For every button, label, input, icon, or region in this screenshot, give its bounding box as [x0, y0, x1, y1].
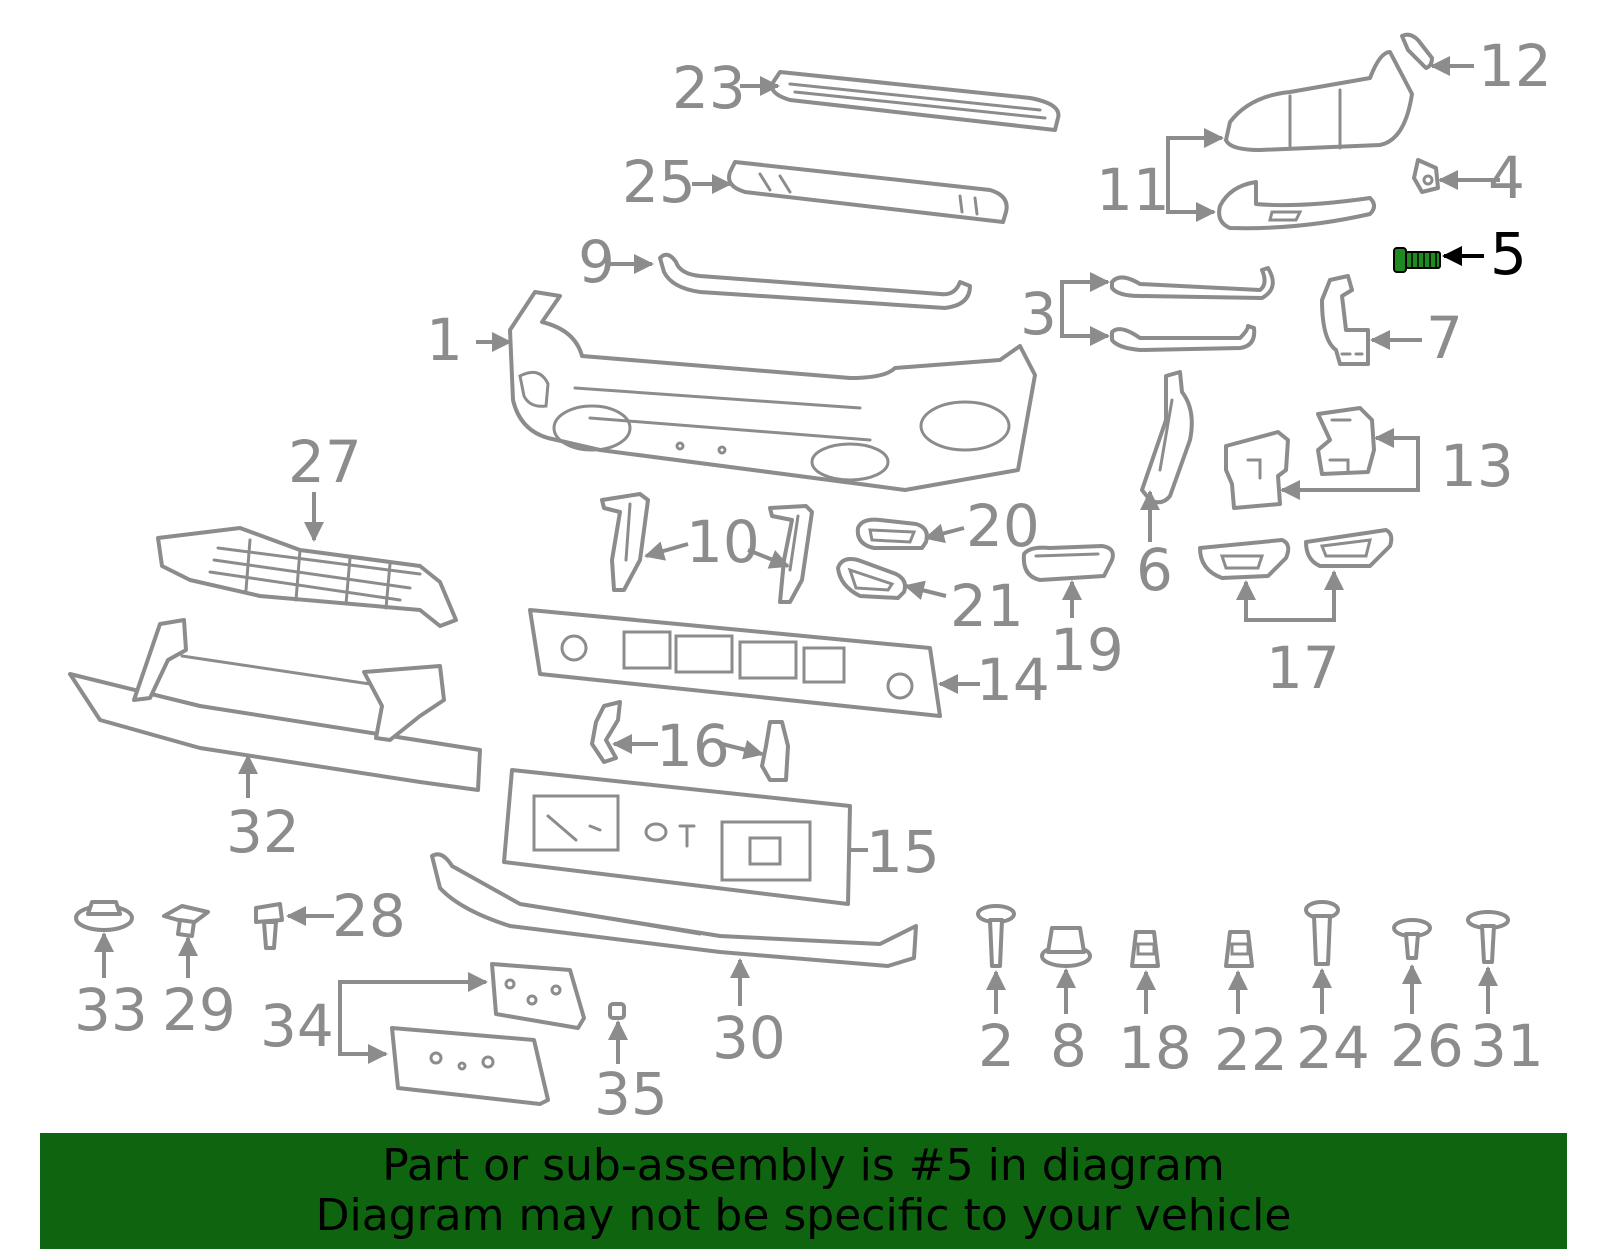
part-4-retainer-clip[interactable] — [1412, 158, 1440, 194]
part-24-bolt[interactable] — [1304, 900, 1340, 966]
callout-32: 32 — [226, 798, 300, 866]
part-32-bumper-beam[interactable] — [68, 618, 482, 792]
info-banner: Part or sub-assembly is #5 in diagram Di… — [40, 1133, 1567, 1249]
part-18-clip[interactable] — [1130, 930, 1160, 968]
part-8-nut[interactable] — [1040, 926, 1092, 968]
banner-line-disclaimer: Diagram may not be specific to your vehi… — [315, 1190, 1292, 1241]
callout-14: 14 — [976, 646, 1050, 714]
part-14-reinforcement[interactable] — [528, 608, 942, 718]
callout-6: 6 — [1136, 536, 1173, 604]
callout-31: 31 — [1470, 1012, 1544, 1080]
callout-28: 28 — [332, 882, 406, 950]
callout-24: 24 — [1296, 1014, 1370, 1082]
part-34-license-brackets[interactable] — [390, 962, 586, 1106]
callout-33: 33 — [74, 976, 148, 1044]
callout-34: 34 — [260, 992, 334, 1060]
callout-17: 17 — [1266, 634, 1340, 702]
part-19-fog-bezel[interactable] — [1021, 544, 1115, 582]
callout-5: 5 — [1490, 220, 1527, 288]
callout-7: 7 — [1426, 304, 1463, 372]
callout-2: 2 — [978, 1012, 1015, 1080]
part-15-mounting-plate[interactable] — [502, 768, 852, 906]
part-23-grille-upper-strip[interactable] — [769, 70, 1061, 132]
part-13-brackets[interactable] — [1224, 406, 1376, 510]
part-11-fascia-trim[interactable] — [1217, 50, 1414, 231]
callout-20: 20 — [966, 492, 1040, 560]
callout-35: 35 — [594, 1060, 668, 1128]
part-33-flange-nut[interactable] — [74, 900, 134, 932]
callout-29: 29 — [162, 976, 236, 1044]
part-31-push-rivet[interactable] — [1466, 910, 1510, 964]
part-27-grille-frame[interactable] — [156, 526, 458, 628]
part-2-push-pin[interactable] — [976, 904, 1016, 968]
callout-4: 4 — [1488, 144, 1525, 212]
part-10-brackets[interactable] — [600, 492, 814, 604]
callout-13: 13 — [1440, 432, 1514, 500]
callout-21: 21 — [950, 572, 1024, 640]
part-12-clip[interactable] — [1400, 32, 1434, 70]
callout-23: 23 — [672, 54, 746, 122]
callout-26: 26 — [1390, 1012, 1464, 1080]
callout-1: 1 — [426, 306, 463, 374]
callout-25: 25 — [622, 148, 696, 216]
part-29-clip-nut[interactable] — [162, 904, 210, 938]
callout-18: 18 — [1118, 1014, 1192, 1082]
part-25-grille-lower-strip[interactable] — [727, 160, 1009, 224]
part-30-lower-valance[interactable] — [430, 852, 918, 968]
callout-11: 11 — [1096, 156, 1170, 224]
part-1-front-bumper-fascia[interactable] — [508, 290, 1037, 492]
callout-9: 9 — [578, 228, 615, 296]
part-9-bumper-upper-trim[interactable] — [658, 252, 972, 310]
callout-19: 19 — [1050, 616, 1124, 684]
part-6-side-bracket[interactable] — [1140, 370, 1194, 505]
part-3-fascia-supports[interactable] — [1110, 266, 1275, 352]
part-5-bolt[interactable] — [1393, 247, 1441, 273]
part-7-bracket[interactable] — [1320, 274, 1370, 366]
callout-10: 10 — [686, 508, 760, 576]
part-35-clip[interactable] — [608, 1002, 626, 1020]
part-26-push-rivet[interactable] — [1392, 918, 1432, 960]
callout-30: 30 — [712, 1004, 786, 1072]
callout-22: 22 — [1214, 1016, 1288, 1084]
part-16-brackets[interactable] — [590, 700, 790, 782]
callout-3: 3 — [1020, 280, 1057, 348]
callout-8: 8 — [1050, 1012, 1087, 1080]
callout-15: 15 — [866, 818, 940, 886]
part-22-clip[interactable] — [1224, 930, 1254, 968]
callout-12: 12 — [1478, 32, 1552, 100]
callout-16: 16 — [656, 712, 730, 780]
banner-line-part: Part or sub-assembly is #5 in diagram — [382, 1140, 1225, 1191]
leader-lines — [94, 56, 1500, 1064]
part-20-fog-ring[interactable] — [855, 517, 929, 550]
part-17-fog-brackets[interactable] — [1198, 528, 1394, 580]
part-21-fog-ring[interactable] — [836, 557, 907, 600]
callout-27: 27 — [288, 428, 362, 496]
part-28-screw[interactable] — [254, 902, 284, 950]
